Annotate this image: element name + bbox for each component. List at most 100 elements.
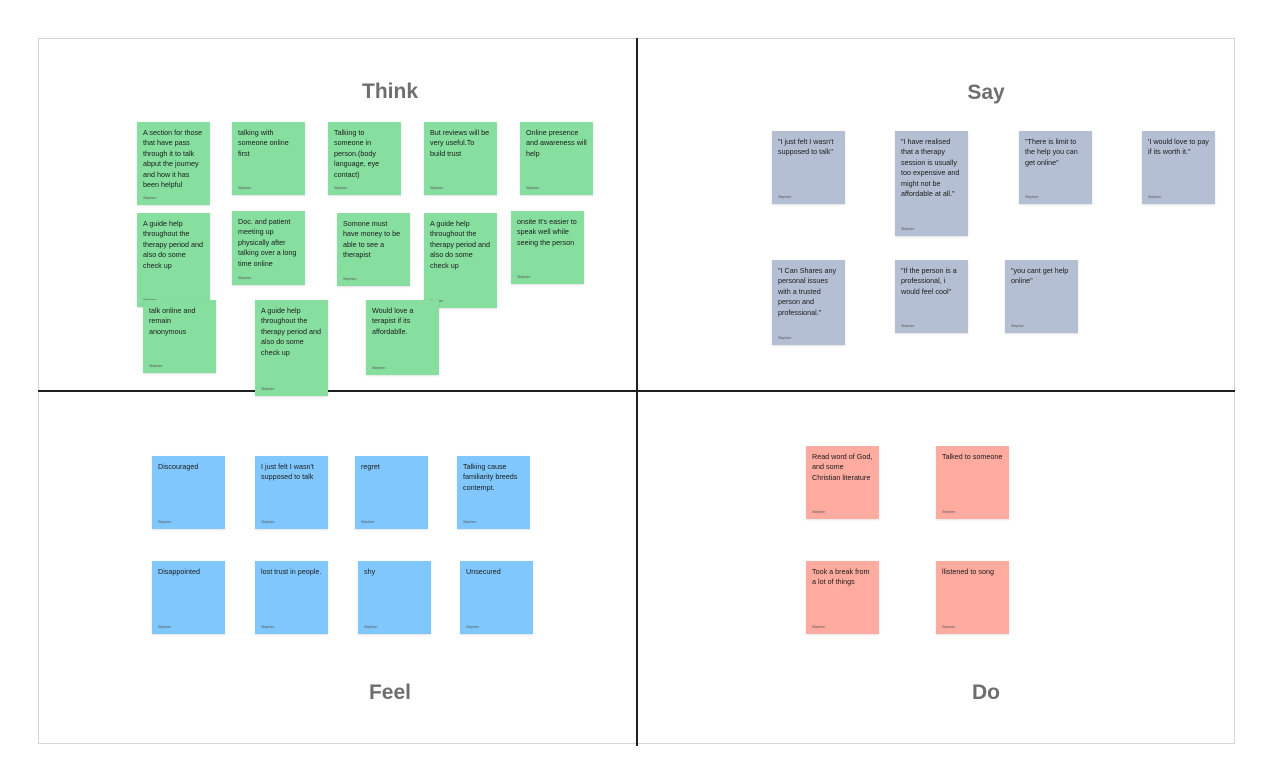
think-title: Think <box>362 80 418 103</box>
note-text: "I Can Shares any personal issues with a… <box>778 266 837 317</box>
note-author: Stephen <box>812 625 826 629</box>
say-note[interactable]: "I just felt I wasn't supposed to talk" S… <box>772 131 845 204</box>
note-text: Would love a terapist if its affordablle… <box>372 306 414 336</box>
note-author: Stephen <box>812 510 826 514</box>
note-text: A guide help throughout the therapy peri… <box>143 219 203 270</box>
note-text: A guide help throughout the therapy peri… <box>430 219 490 270</box>
note-author: Stephen <box>158 625 172 629</box>
think-note[interactable]: Somone must have money to be able to see… <box>337 213 410 286</box>
note-text: A section for those that have pass throu… <box>143 128 203 190</box>
say-note[interactable]: 'I would love to pay if its worth it." St… <box>1142 131 1215 204</box>
note-author: Stephen <box>466 625 480 629</box>
note-text: A guide help throughout the therapy peri… <box>261 306 321 357</box>
say-note[interactable]: "you cant get help online" Stephen <box>1005 260 1078 333</box>
note-author: Stephen <box>1025 195 1039 199</box>
note-author: Stephen <box>361 520 375 524</box>
think-note[interactable]: Doc. and patient meeting up physically a… <box>232 211 305 285</box>
note-text: "I just felt I wasn't supposed to talk" <box>778 137 834 157</box>
note-text: Discouraged <box>158 462 199 471</box>
note-text: "If the person is a professional, i woul… <box>901 266 957 296</box>
note-author: Stephen <box>334 186 348 190</box>
note-text: But reviews will be very useful.To build… <box>430 128 490 158</box>
note-author: Stephen <box>158 520 172 524</box>
note-text: Doc. and patient meeting up physically a… <box>238 217 297 268</box>
say-note[interactable]: "There is limit to the help you can get … <box>1019 131 1092 204</box>
note-text: Talked to someone <box>942 452 1003 461</box>
note-author: Stephen <box>364 625 378 629</box>
note-text: 'I would love to pay if its worth it." <box>1148 137 1209 157</box>
note-author: Stephen <box>526 186 540 190</box>
feel-note[interactable]: Talking cause familiarity breeds contemp… <box>457 456 530 529</box>
note-text: regret <box>361 462 380 471</box>
note-text: Disappointed <box>158 567 200 576</box>
note-text: shy <box>364 567 376 576</box>
note-author: Stephen <box>901 227 915 231</box>
note-text: Took a break from a lot of things <box>812 567 870 587</box>
note-text: talk online and remain anonymous <box>149 306 196 336</box>
note-author: Stephen <box>149 364 163 368</box>
note-author: Stephen <box>261 520 275 524</box>
note-text: Unsecured <box>466 567 501 576</box>
note-text: Talking to someone in person.(body langu… <box>334 128 380 179</box>
think-note[interactable]: A guide help throughout the therapy peri… <box>137 213 210 307</box>
think-note[interactable]: A guide help throughout the therapy peri… <box>255 300 328 396</box>
say-note[interactable]: "I have realised that a therapy session … <box>895 131 968 236</box>
do-note[interactable]: Read word of God, and some Christian lit… <box>806 446 879 519</box>
note-text: "There is limit to the help you can get … <box>1025 137 1078 167</box>
note-text: Talking cause familiarity breeds contemp… <box>463 462 518 492</box>
note-text: "you cant get help online" <box>1011 266 1069 286</box>
note-text: talking with someone online first <box>238 128 289 158</box>
say-note[interactable]: "I Can Shares any personal issues with a… <box>772 260 845 345</box>
note-text: Read word of God, and some Christian lit… <box>812 452 873 482</box>
note-author: Stephen <box>343 277 357 281</box>
note-author: Stephen <box>1148 195 1162 199</box>
think-note[interactable]: Talking to someone in person.(body langu… <box>328 122 401 195</box>
note-author: Stephen <box>517 275 531 279</box>
think-note[interactable]: onsite It's easier to speak well while s… <box>511 211 584 284</box>
note-text: I just felt I wasn't supposed to talk <box>261 462 314 482</box>
note-text: Online presence and awareness will help <box>526 128 587 158</box>
note-author: Stephen <box>778 336 792 340</box>
feel-title: Feel <box>368 681 412 704</box>
do-title: Do <box>972 681 1000 704</box>
think-note[interactable]: But reviews will be very useful.To build… <box>424 122 497 195</box>
note-author: Stephen <box>238 276 252 280</box>
note-author: Stephen <box>463 520 477 524</box>
note-author: Stephen <box>942 510 956 514</box>
think-note[interactable]: Would love a terapist if its affordablle… <box>366 300 439 375</box>
say-title: Say <box>967 81 1005 104</box>
note-author: Stephen <box>1011 324 1025 328</box>
note-text: Somone must have money to be able to see… <box>343 219 401 260</box>
note-text: llistened to song <box>942 567 994 576</box>
note-text: lost trust in people. <box>261 567 322 576</box>
note-author: Stephen <box>238 186 252 190</box>
vertical-divider <box>636 38 638 746</box>
note-author: Stephen <box>430 186 444 190</box>
note-author: Stephen <box>261 625 275 629</box>
note-author: Stephen <box>901 324 915 328</box>
note-author: Stephen <box>778 195 792 199</box>
think-note[interactable]: A guide help throughout the therapy peri… <box>424 213 497 308</box>
say-note[interactable]: "If the person is a professional, i woul… <box>895 260 968 333</box>
note-author: Stephen <box>942 625 956 629</box>
note-author: Stephen <box>261 387 275 391</box>
note-text: "I have realised that a therapy session … <box>901 137 960 199</box>
note-author: Stephen <box>372 366 386 370</box>
think-note[interactable]: A section for those that have pass throu… <box>137 122 210 205</box>
horizontal-divider <box>38 390 1235 392</box>
note-text: onsite It's easier to speak well while s… <box>517 217 577 247</box>
feel-note[interactable]: lost trust in people. Stephen <box>255 561 328 634</box>
note-author: Stephen <box>143 196 157 200</box>
